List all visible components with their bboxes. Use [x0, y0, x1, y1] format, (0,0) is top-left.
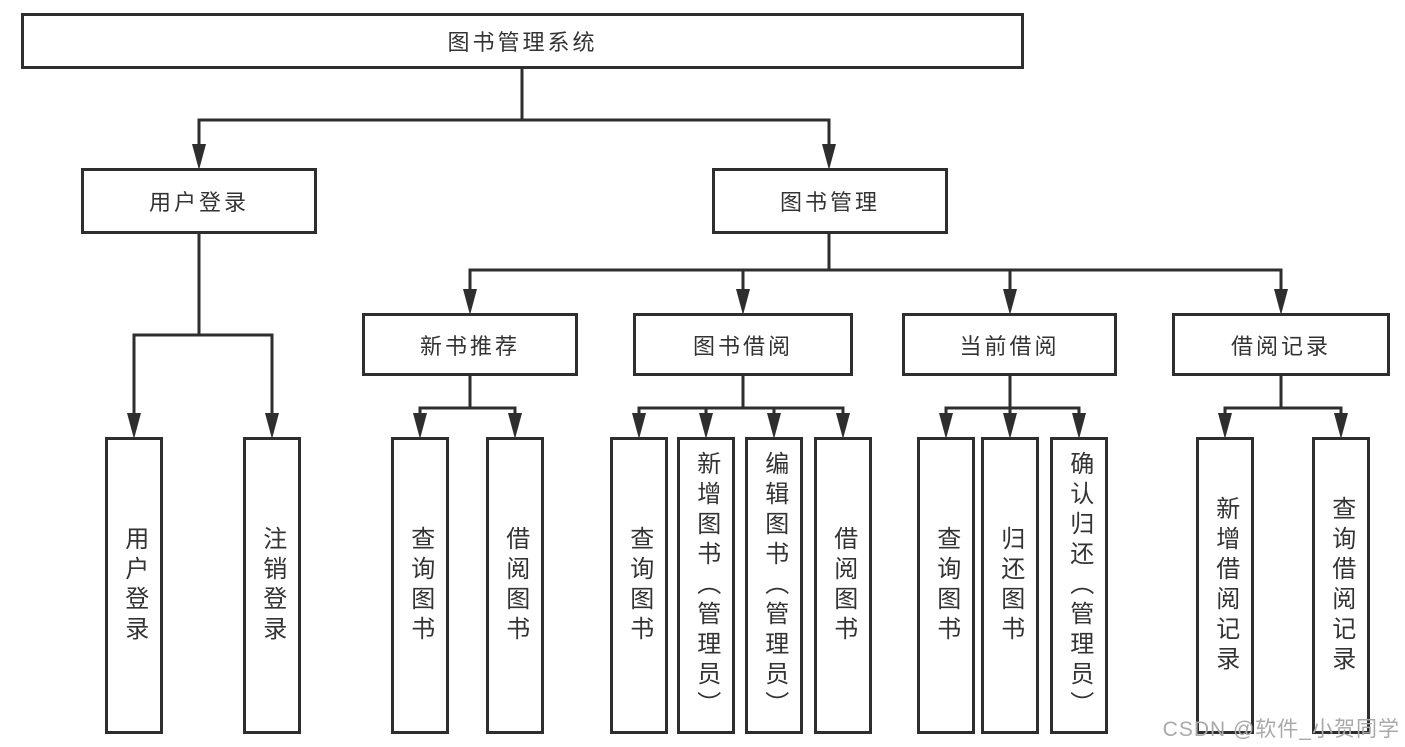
leaf-bb-borrow-books-label: 借阅图书 [829, 525, 857, 646]
leaf-cb-confirm-return-admin-label: 确认归还（管理员） [1065, 450, 1093, 721]
node-user-login-label: 用户登录 [148, 190, 249, 215]
leaf-bb-add-books-admin-label: 新增图书（管理员） [692, 450, 720, 721]
node-borrowing-records-label: 借阅记录 [1230, 333, 1331, 359]
leaf-cb-query-books-label: 查询图书 [932, 525, 960, 646]
leaf-nb-query-books-label: 查询图书 [406, 525, 434, 646]
leaf-cb-query-books: 查询图书 [917, 437, 975, 734]
leaf-bb-add-books-admin: 新增图书（管理员） [677, 437, 735, 734]
leaf-br-query-record: 查询借阅记录 [1312, 437, 1370, 734]
node-current-borrowing: 当前借阅 [902, 313, 1117, 376]
leaf-br-query-record-label: 查询借阅记录 [1327, 495, 1355, 676]
node-current-borrowing-label: 当前借阅 [959, 333, 1060, 359]
watermark-csdn: CSDN @软件_小贺同学 [1162, 718, 1400, 741]
node-book-borrowing: 图书借阅 [633, 313, 853, 376]
leaf-bb-edit-books-admin: 编辑图书（管理员） [745, 437, 803, 734]
leaf-cb-return-books-label: 归还图书 [996, 525, 1024, 646]
leaf-user-login-label: 用户登录 [120, 525, 148, 646]
node-root: 图书管理系统 [21, 13, 1024, 69]
node-user-login: 用户登录 [81, 168, 317, 234]
leaf-bb-query-books: 查询图书 [610, 437, 668, 734]
node-new-book-recommend-label: 新书推荐 [419, 333, 520, 359]
leaf-nb-borrow-books-label: 借阅图书 [501, 525, 529, 646]
leaf-bb-query-books-label: 查询图书 [625, 525, 653, 646]
leaf-cb-return-books: 归还图书 [981, 437, 1039, 734]
leaf-br-add-record: 新增借阅记录 [1196, 437, 1254, 734]
leaf-user-login: 用户登录 [105, 437, 163, 734]
leaf-bb-edit-books-admin-label: 编辑图书（管理员） [760, 450, 788, 721]
node-root-label: 图书管理系统 [447, 30, 598, 55]
leaf-cb-confirm-return-admin: 确认归还（管理员） [1050, 437, 1108, 734]
leaf-nb-query-books: 查询图书 [391, 437, 449, 734]
node-book-management: 图书管理 [712, 168, 948, 234]
leaf-logout-label: 注销登录 [258, 525, 286, 646]
arrowheads [127, 144, 1348, 439]
node-borrowing-records: 借阅记录 [1172, 313, 1390, 376]
node-book-management-label: 图书管理 [779, 190, 880, 215]
leaf-nb-borrow-books: 借阅图书 [486, 437, 544, 734]
node-new-book-recommend: 新书推荐 [362, 313, 578, 376]
leaf-br-add-record-label: 新增借阅记录 [1211, 495, 1239, 676]
leaf-bb-borrow-books: 借阅图书 [814, 437, 872, 734]
node-book-borrowing-label: 图书借阅 [692, 333, 793, 359]
leaf-logout: 注销登录 [243, 437, 301, 734]
